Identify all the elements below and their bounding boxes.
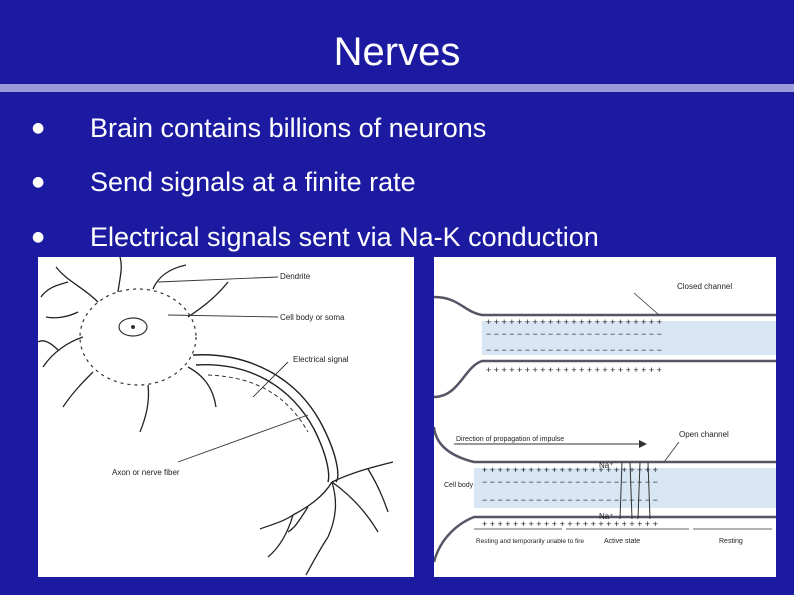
charge-row: − − − − − − − − − − − − − − − − − − − − … — [486, 329, 662, 339]
bullet-dot-icon: ● — [32, 229, 45, 245]
membrane-band-top — [482, 321, 776, 355]
membrane-top-lower — [434, 359, 776, 399]
signal-arrows — [207, 374, 309, 433]
label-direction: Direction of propagation of impulse — [456, 436, 564, 443]
slide-title: Nerves — [333, 30, 461, 74]
dendrites — [38, 257, 229, 433]
label-axon: Axon or nerve fiber — [112, 468, 180, 477]
conduction-figure: + + + + + + + + + + + + + + + + + + + + … — [434, 257, 776, 577]
bullet-text: Electrical signals sent via Na-K conduct… — [90, 222, 599, 252]
membrane-bottom-lower — [434, 515, 776, 563]
label-dendrite: Dendrite — [280, 272, 311, 281]
bullet-text: Send signals at a finite rate — [90, 167, 416, 197]
label-cell-body-right: Cell body — [444, 482, 474, 489]
pointer-lines — [157, 276, 309, 463]
label-active-state: Active state — [604, 538, 640, 545]
membrane-bottom-upper — [434, 426, 776, 464]
label-closed-channel: Closed channel — [677, 282, 732, 291]
charge-row: + + + + + + + + + + + + + + + + + + + + … — [486, 317, 662, 327]
label-cell-body: Cell body or soma — [280, 313, 345, 322]
charge-row: + + + + + + + + + + + + + + + + + + + + … — [482, 465, 658, 475]
title-rule — [0, 84, 794, 92]
neuron-figure: Dendrite Cell body or soma Electrical si… — [38, 257, 414, 577]
label-resting: Resting — [719, 538, 743, 545]
charge-row: − − − − − − − − − − − − − − − − − − − − … — [482, 495, 658, 505]
axon — [192, 354, 339, 483]
label-na-ion-bottom: Na⁺ — [599, 512, 613, 521]
label-electrical-signal: Electrical signal — [293, 355, 349, 364]
neuron-diagram: Dendrite Cell body or soma Electrical si… — [38, 257, 394, 576]
soma-outline — [79, 288, 197, 386]
axon-terminals — [259, 461, 394, 576]
charge-row: + + + + + + + + + + + + + + + + + + + + … — [482, 519, 658, 529]
bullet-item: ● Send signals at a finite rate — [32, 167, 416, 197]
label-resting-temporarily: Resting and temporarily unable to fire — [476, 538, 584, 545]
bullet-text: Brain contains billions of neurons — [90, 113, 487, 143]
charge-row: − − − − − − − − − − − − − − − − − − − − … — [482, 477, 658, 487]
open-channels — [619, 461, 651, 520]
membrane-band-bottom — [474, 468, 776, 508]
label-open-channel: Open channel — [679, 430, 729, 439]
bullet-item: ● Electrical signals sent via Na-K condu… — [32, 222, 599, 252]
charge-row: + + + + + + + + + + + + + + + + + + + + … — [486, 365, 662, 375]
membrane-top-upper — [434, 295, 776, 317]
bullet-item: ● Brain contains billions of neurons — [32, 113, 486, 143]
bullet-dot-icon: ● — [32, 120, 45, 136]
charge-row: − − − − − − − − − − − − − − − − − − − − … — [486, 345, 662, 355]
conduction-diagram: + + + + + + + + + + + + + + + + + + + + … — [434, 282, 776, 563]
nucleus — [118, 317, 148, 337]
bullet-dot-icon: ● — [32, 174, 45, 190]
label-na-ion-top: Na⁺ — [599, 461, 613, 470]
